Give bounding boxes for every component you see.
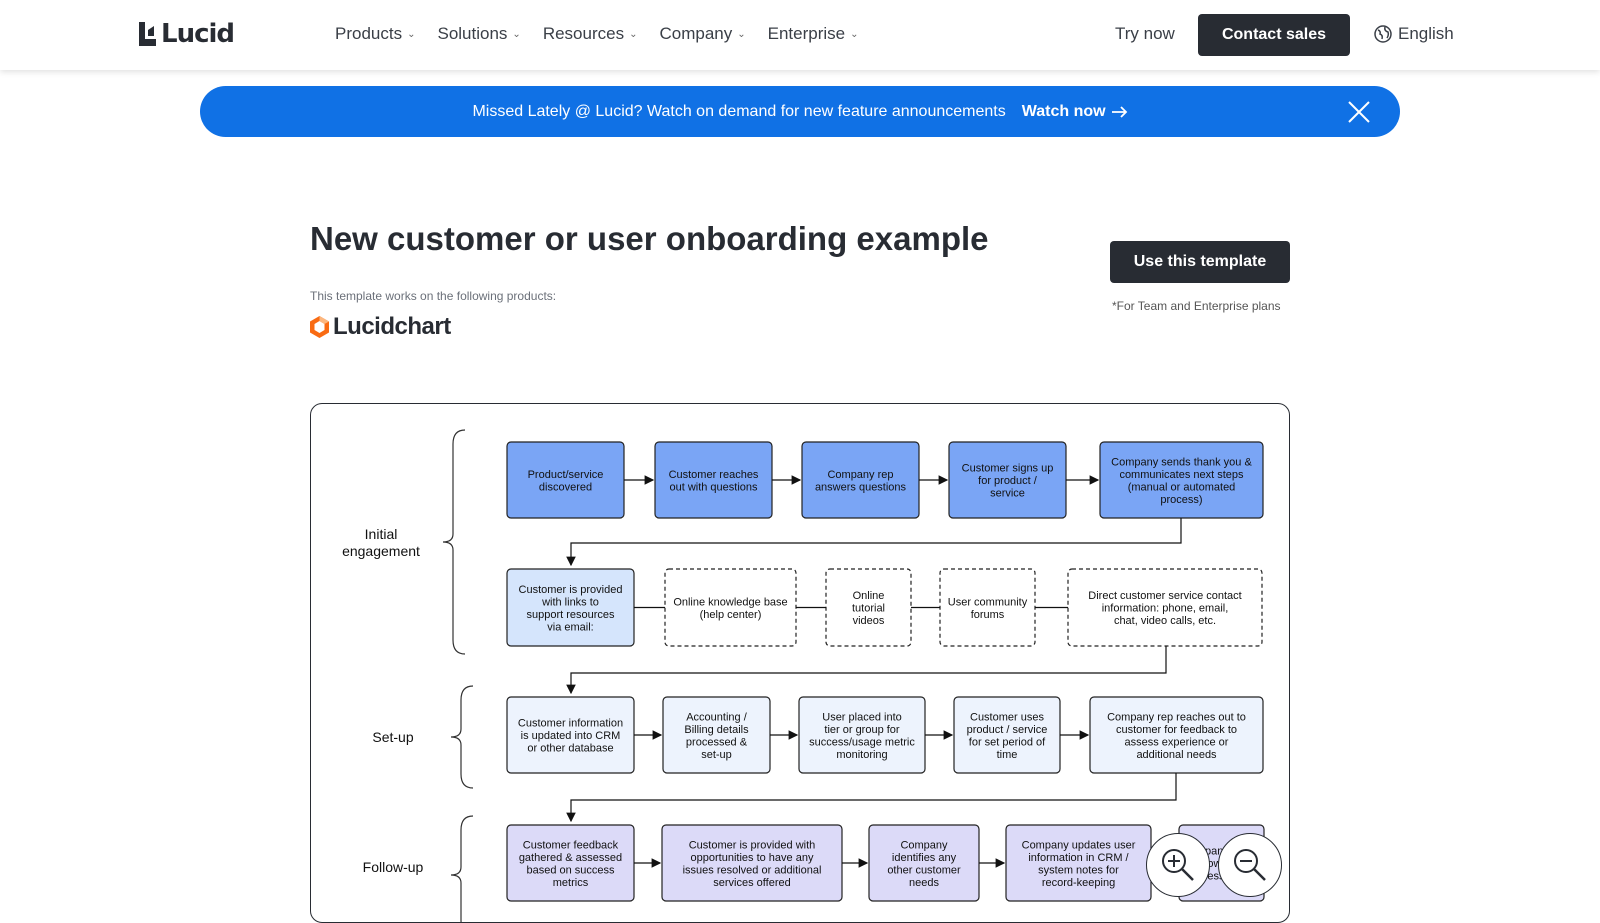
arrow-right-icon	[1111, 105, 1127, 118]
menu-products[interactable]: Products ⌄	[335, 24, 415, 44]
lucidchart-text: Lucidchart	[333, 313, 451, 340]
logo-text: Lucid	[161, 19, 235, 49]
menu-enterprise[interactable]: Enterprise ⌄	[768, 24, 859, 44]
menu-company[interactable]: Company ⌄	[659, 24, 745, 44]
zoom-in-icon	[1162, 849, 1194, 881]
stage-brace	[442, 429, 466, 655]
flow-connector	[566, 646, 1167, 695]
globe-icon	[1374, 25, 1392, 43]
plans-note: *For Team and Enterprise plans	[1112, 299, 1281, 313]
chevron-down-icon: ⌄	[512, 28, 521, 40]
menu-label: Company	[659, 24, 733, 43]
language-selector[interactable]: English	[1374, 24, 1454, 44]
watch-now-label: Watch now	[1021, 102, 1106, 120]
zoom-out-icon	[1234, 849, 1266, 881]
flow-connector	[566, 773, 1177, 823]
stage-brace	[450, 815, 474, 922]
stage-brace	[450, 685, 474, 789]
menu-solutions[interactable]: Solutions ⌄	[437, 24, 520, 44]
close-icon[interactable]	[1348, 101, 1370, 123]
main-menu: Products ⌄ Solutions ⌄ Resources ⌄ Company ⌄…	[335, 24, 859, 44]
stage-label: Set-up	[372, 729, 413, 745]
menu-label: Solutions	[437, 24, 508, 43]
menu-resources[interactable]: Resources ⌄	[543, 24, 638, 44]
language-label: English	[1398, 24, 1454, 43]
zoom-in-button[interactable]	[1146, 833, 1210, 897]
lucid-logo-icon	[139, 22, 156, 46]
contact-sales-button[interactable]: Contact sales	[1198, 14, 1350, 56]
chevron-down-icon: ⌄	[850, 28, 859, 40]
lucid-logo[interactable]: Lucid	[139, 19, 235, 49]
flow-step-text: Company sends thank you &communicates ne…	[1111, 456, 1252, 506]
chevron-down-icon: ⌄	[407, 28, 416, 40]
top-navigation: Lucid Products ⌄ Solutions ⌄ Resources ⌄ Co…	[0, 0, 1600, 70]
menu-label: Resources	[542, 24, 625, 43]
page-title: New customer or user onboarding example	[310, 220, 989, 257]
try-now-link[interactable]: Try now	[1115, 24, 1175, 43]
lucidchart-product-logo: Lucidchart	[310, 313, 451, 341]
chevron-down-icon: ⌄	[629, 28, 638, 40]
menu-label: Products	[335, 24, 403, 43]
support-resource-text: Online knowledge base(help center)	[673, 596, 787, 621]
flow-connector	[566, 518, 1182, 567]
banner-message: Missed Lately @ Lucid? Watch on demand f…	[472, 102, 1006, 120]
stage-label: Follow-up	[363, 859, 424, 875]
announcement-banner: Missed Lately @ Lucid? Watch on demand f…	[200, 86, 1400, 137]
menu-label: Enterprise	[767, 24, 846, 43]
works-on-label: This template works on the following pro…	[310, 289, 557, 303]
use-template-button[interactable]: Use this template	[1110, 241, 1290, 283]
zoom-out-button[interactable]	[1218, 833, 1282, 897]
chevron-down-icon: ⌄	[737, 28, 746, 40]
watch-now-link[interactable]: Watch now	[1022, 103, 1128, 121]
lucidchart-logo-icon	[310, 316, 329, 338]
